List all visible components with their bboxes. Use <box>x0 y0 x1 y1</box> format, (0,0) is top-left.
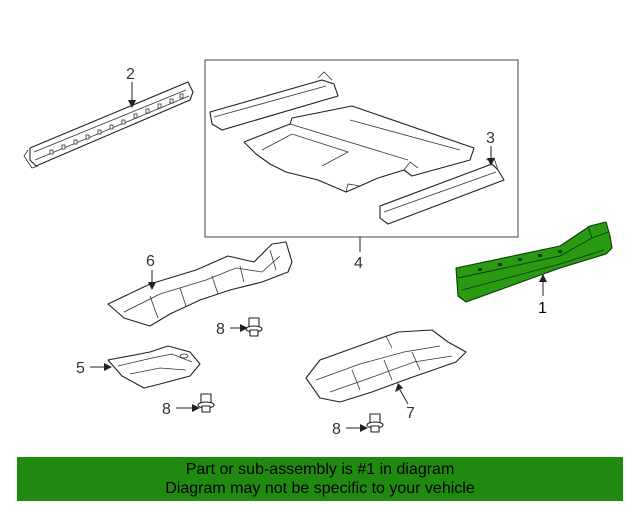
callout-6: 6 <box>146 253 155 270</box>
leader-lines <box>90 82 547 432</box>
callout-3: 3 <box>486 130 495 147</box>
part-7-lower-shield[interactable] <box>305 329 467 403</box>
callout-4: 4 <box>354 255 363 272</box>
part-1-rocker-panel-highlighted[interactable] <box>455 221 613 303</box>
callout-8c: 8 <box>332 421 341 438</box>
bolt-8c[interactable] <box>366 413 384 433</box>
banner-line-1: Part or sub-assembly is #1 in diagram <box>185 461 455 478</box>
callout-2: 2 <box>126 66 135 83</box>
bolt-8b[interactable] <box>197 393 215 413</box>
callout-5: 5 <box>76 360 85 377</box>
info-banner: Part or sub-assembly is #1 in diagram Di… <box>17 457 623 501</box>
banner-line-2: Diagram may not be specific to your vehi… <box>165 480 475 497</box>
callout-7: 7 <box>406 405 415 422</box>
part-6-heat-shield[interactable] <box>107 241 293 327</box>
part-2-rocker-reinforcement[interactable] <box>23 81 194 169</box>
callout-8a: 8 <box>216 321 225 338</box>
part-4-floor-assembly[interactable] <box>209 71 505 225</box>
callout-8b: 8 <box>162 401 171 418</box>
callout-1: 1 <box>538 300 547 317</box>
parts-diagram: 2 3 4 6 5 7 8 8 8 1 <box>23 59 613 438</box>
part-1-holes <box>478 250 562 271</box>
part-2-holes <box>49 93 184 155</box>
assembly-frame <box>204 59 519 238</box>
bolt-8a[interactable] <box>245 317 263 337</box>
part-5-bracket[interactable] <box>107 345 201 389</box>
